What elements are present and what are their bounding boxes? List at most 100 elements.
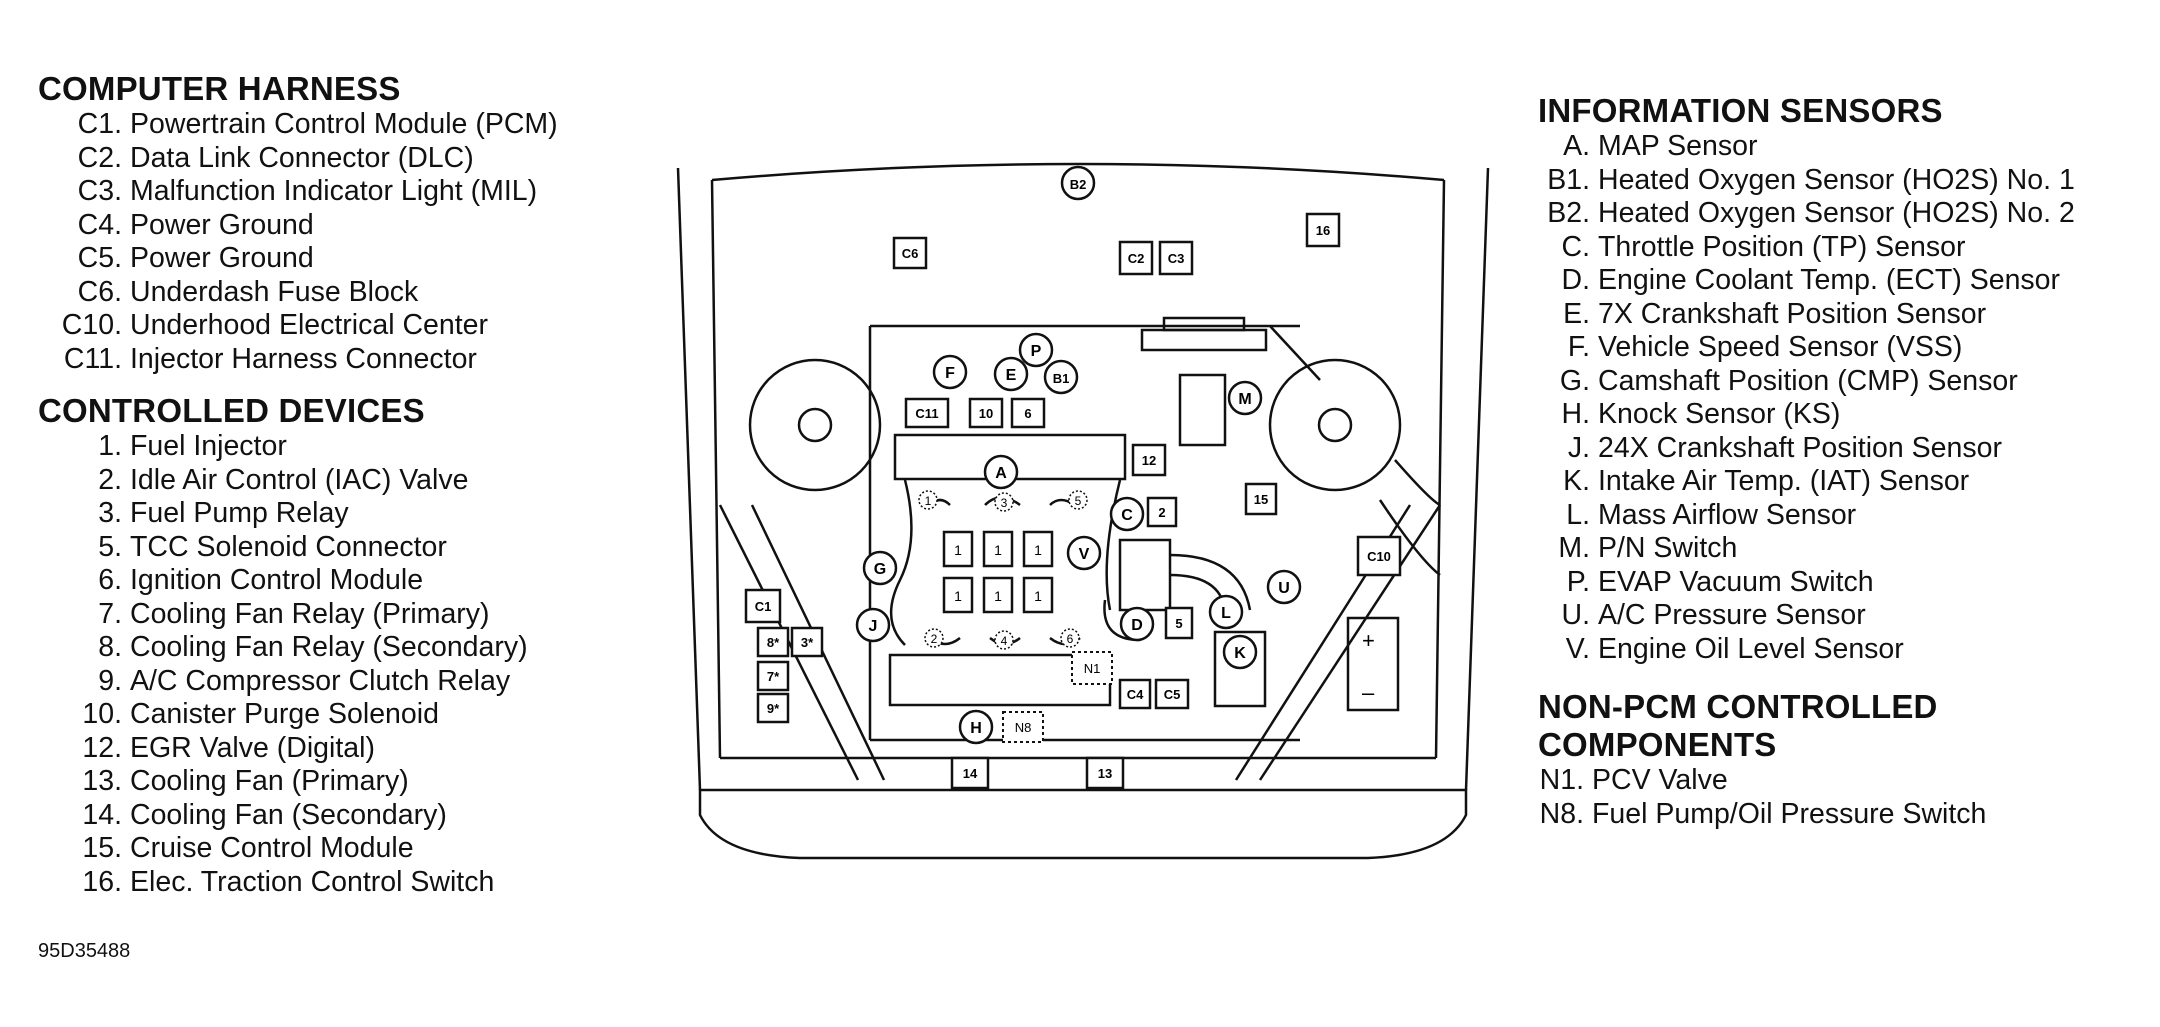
svg-text:1: 1 (954, 588, 962, 604)
svg-text:6: 6 (1067, 632, 1074, 646)
list-item: 16.Elec. Traction Control Switch (82, 865, 495, 898)
list-item: C2.Data Link Connector (DLC) (77, 141, 474, 174)
list-item: 9.A/C Compressor Clutch Relay (98, 664, 511, 697)
component-c3-box: C3 (1158, 240, 1194, 276)
component-7-star-box: 7* (756, 660, 790, 692)
component-14-box: 14 (950, 756, 990, 790)
battery-minus: – (1362, 680, 1375, 705)
information-sensors-title: INFORMATION SENSORS (1538, 92, 1943, 129)
non-pcm-n8-marker: N8 (1002, 711, 1044, 743)
svg-text:5: 5 (1075, 494, 1082, 508)
list-item: C11.Injector Harness Connector (63, 342, 477, 375)
component-2-box: 2 (1146, 496, 1178, 528)
fuel-injector-box: 1 (942, 530, 974, 568)
svg-text:C2: C2 (1128, 251, 1145, 266)
svg-text:12: 12 (1142, 453, 1156, 468)
sensor-b1-marker: B1 (1043, 359, 1079, 395)
component-c10-box: C10 (1356, 535, 1402, 577)
svg-text:15: 15 (1254, 492, 1268, 507)
fuel-injector-box: 1 (1022, 530, 1054, 568)
list-item: U.A/C Pressure Sensor (1561, 599, 1866, 631)
sensor-b2-marker: B2 (1060, 165, 1096, 201)
svg-text:13: 13 (1098, 766, 1112, 781)
component-3-star-box: 3* (790, 626, 824, 658)
sensor-l-marker: L (1208, 594, 1244, 630)
fuel-injector-box: 1 (942, 576, 974, 614)
battery-plus: + (1362, 628, 1375, 653)
list-item: H.Knock Sensor (KS) (1561, 398, 1841, 430)
non-pcm-n1-marker: N1 (1071, 651, 1113, 685)
list-item: 12.EGR Valve (Digital) (82, 731, 375, 764)
controlled-devices-list: 1.Fuel Injector 2.Idle Air Control (IAC)… (38, 430, 558, 899)
list-item: V.Engine Oil Level Sensor (1565, 632, 1904, 665)
svg-text:C4: C4 (1127, 687, 1144, 702)
list-item: 7.Cooling Fan Relay (Primary) (98, 597, 490, 630)
list-item: N8.Fuel Pump/Oil Pressure Switch (1539, 797, 1987, 830)
svg-text:4: 4 (1001, 634, 1008, 648)
list-item: A.MAP Sensor (1563, 130, 1758, 162)
compartment-outline (676, 162, 1490, 860)
list-item: M.P/N Switch (1558, 532, 1738, 564)
list-item: 5.TCC Solenoid Connector (98, 530, 447, 563)
list-item: K.Intake Air Temp. (IAT) Sensor (1563, 465, 1970, 497)
svg-text:1: 1 (1034, 588, 1042, 604)
list-item: N1.PCV Valve (1539, 764, 1728, 796)
left-legend: COMPUTER HARNESS C1.Powertrain Control M… (38, 70, 558, 899)
svg-text:3*: 3* (801, 635, 814, 650)
information-sensors-list: A.MAP Sensor B1.Heated Oxygen Sensor (HO… (1538, 130, 2075, 666)
fuel-injector-box: 1 (982, 576, 1014, 614)
list-item: D.Engine Coolant Temp. (ECT) Sensor (1561, 264, 2061, 296)
svg-text:C10: C10 (1367, 549, 1391, 564)
svg-text:K: K (1234, 645, 1246, 662)
svg-text:B1: B1 (1053, 371, 1070, 386)
sensor-e-marker: E (993, 356, 1029, 392)
non-pcm-list: N1.PCV Valve N8.Fuel Pump/Oil Pressure S… (1538, 764, 2075, 831)
component-c5-box: C5 (1154, 678, 1190, 710)
svg-text:9*: 9* (767, 701, 780, 716)
component-8-star-box: 8* (756, 626, 790, 658)
sensor-h-marker: H (958, 709, 994, 745)
component-10-box: 10 (968, 397, 1004, 429)
svg-text:M: M (1238, 391, 1251, 408)
list-item: C4.Power Ground (77, 208, 314, 241)
list-item: C1.Powertrain Control Module (PCM) (77, 108, 558, 140)
component-c2-box: C2 (1118, 240, 1154, 276)
injector-port-3-label: 3 (994, 492, 1014, 512)
list-item: G.Camshaft Position (CMP) Sensor (1559, 364, 2018, 397)
sensor-k-marker: K (1222, 634, 1258, 670)
svg-text:F: F (945, 365, 955, 382)
injector-port-2-label: 2 (924, 628, 944, 648)
component-13-box: 13 (1085, 756, 1125, 790)
list-item: L.Mass Airflow Sensor (1566, 498, 1857, 531)
list-item: J.24X Crankshaft Position Sensor (1567, 431, 2002, 464)
component-12-box: 12 (1131, 443, 1167, 477)
svg-text:P: P (1031, 343, 1042, 360)
component-6-box: 6 (1010, 397, 1046, 429)
list-item: 2.Idle Air Control (IAC) Valve (98, 463, 469, 496)
svg-text:G: G (874, 561, 886, 578)
sensor-a-marker: A (983, 454, 1019, 490)
sensor-u-marker: U (1266, 569, 1302, 605)
list-item: C.Throttle Position (TP) Sensor (1561, 230, 1966, 263)
component-c11-box: C11 (904, 397, 950, 429)
component-5-box: 5 (1164, 606, 1194, 640)
svg-text:E: E (1006, 367, 1017, 384)
svg-text:C5: C5 (1164, 687, 1181, 702)
computer-harness-list: C1.Powertrain Control Module (PCM) C2.Da… (38, 108, 558, 376)
fuel-injector-box: 1 (982, 530, 1014, 568)
component-c6-box: C6 (892, 236, 928, 270)
controlled-devices-title: CONTROLLED DEVICES (38, 392, 425, 429)
svg-text:N8: N8 (1015, 720, 1032, 735)
svg-text:C1: C1 (755, 599, 772, 614)
svg-text:D: D (1131, 617, 1143, 634)
list-item: F.Vehicle Speed Sensor (VSS) (1567, 331, 1963, 363)
svg-text:B2: B2 (1070, 177, 1087, 192)
svg-text:1: 1 (994, 542, 1002, 558)
svg-text:1: 1 (994, 588, 1002, 604)
list-item: 15.Cruise Control Module (82, 832, 414, 864)
sensor-v-marker: V (1066, 535, 1102, 571)
svg-text:A: A (995, 465, 1007, 482)
